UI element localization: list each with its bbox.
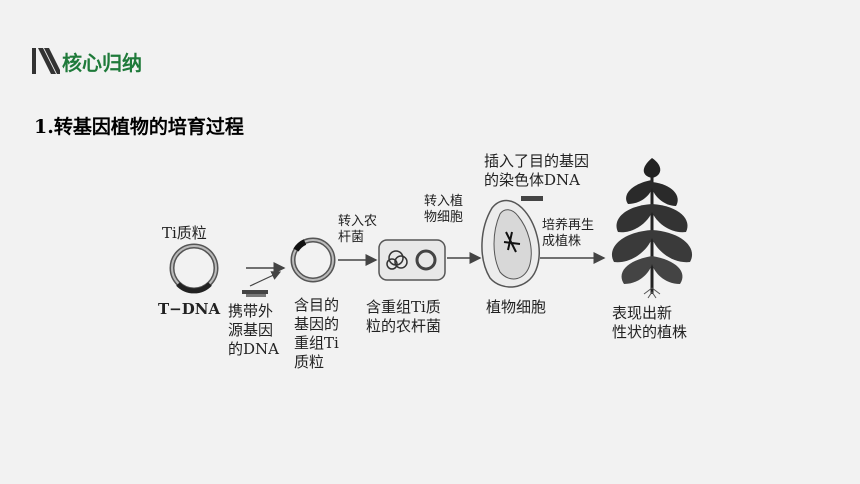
final-plant-line-2: 性状的植株 [612, 323, 688, 341]
final-plant-line-1: 表现出新 [612, 304, 673, 322]
foreign-dna-line-1: 携带外 [228, 302, 274, 320]
foreign-dna-fragment-icon [242, 290, 268, 297]
foreign-dna-line-3: 的DNA [228, 340, 279, 358]
plant-cell-label: 植物细胞 [486, 298, 547, 316]
culture-line-2: 成植株 [542, 234, 582, 249]
recombinant-plasmid-icon [290, 237, 336, 283]
recombinant-bacteria-line-2: 粒的农杆菌 [366, 317, 442, 335]
inserted-chromosome-label: 插入了目的基因 的染色体DNA [484, 152, 589, 190]
foreign-dna-label: 携带外 源基因 的DNA [228, 302, 279, 359]
transgenic-plant-icon [611, 158, 693, 299]
recombinant-bacteria-line-1: 含重组Ti质 [366, 298, 441, 316]
arrow-insert-fragment [249, 271, 282, 287]
transfer-bacteria-line-2: 杆菌 [338, 230, 365, 245]
chromosome-dna-icon [521, 196, 543, 201]
culture-regeneration-label: 培养再生 成植株 [542, 218, 594, 250]
recombinant-plasmid-line-1: 含目的 [294, 296, 340, 314]
inserted-chromosome-line-2: 的染色体DNA [484, 171, 580, 189]
recombinant-plasmid-label: 含目的 基因的 重组Ti 质粒 [294, 296, 339, 372]
recombinant-plasmid-line-2: 基因的 [294, 315, 340, 333]
diagram-heading: 1.转基因植物的培育过程 [34, 116, 244, 138]
recombinant-plasmid-line-3: 重组Ti [294, 334, 339, 352]
t-dna-label: T−DNA [158, 300, 221, 318]
final-plant-label: 表现出新 性状的植株 [612, 304, 687, 342]
foreign-dna-line-2: 源基因 [228, 321, 274, 339]
transfer-plant-line-1: 转入植 [424, 194, 464, 209]
ti-plasmid-icon [169, 243, 219, 294]
recombinant-bacteria-label: 含重组Ti质 粒的农杆菌 [366, 298, 441, 336]
header-slash-icon [32, 48, 60, 74]
inserted-chromosome-line-1: 插入了目的基因 [484, 152, 590, 170]
recombinant-plasmid-line-4: 质粒 [294, 353, 325, 371]
section-title: 核心归纳 [62, 51, 142, 75]
transfer-plant-line-2: 物细胞 [424, 210, 464, 225]
culture-line-1: 培养再生 [542, 218, 595, 233]
transfer-to-bacteria-label: 转入农 杆菌 [338, 214, 377, 246]
transfer-bacteria-line-1: 转入农 [338, 214, 378, 229]
plant-cell-icon [481, 199, 540, 288]
transfer-to-plant-label: 转入植 物细胞 [424, 194, 463, 226]
ti-plasmid-label: Ti质粒 [162, 224, 207, 242]
agrobacterium-icon [378, 239, 446, 281]
